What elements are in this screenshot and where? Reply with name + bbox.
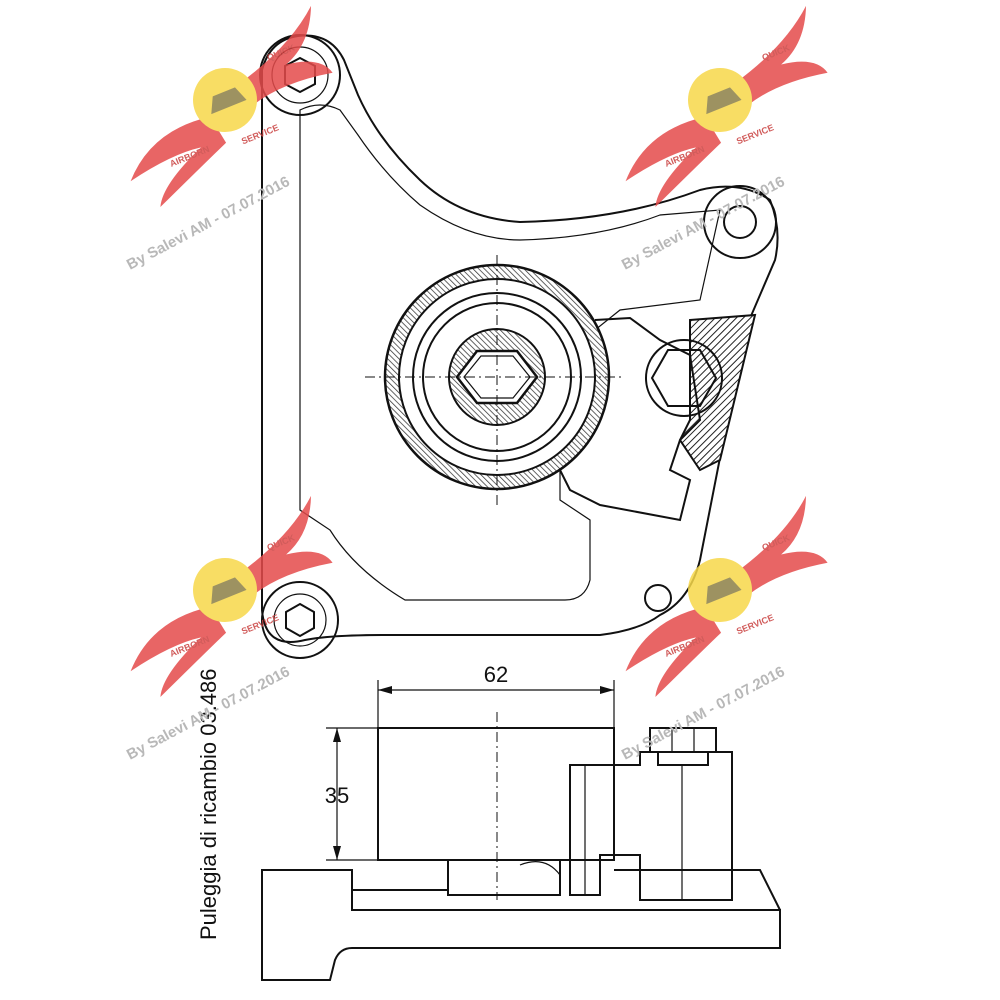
mount-hole-top-right (703, 185, 777, 259)
bracket-outline (261, 34, 779, 643)
hatched-section (678, 313, 757, 472)
bracket-inner-outline (299, 104, 721, 601)
adjuster-nut (645, 339, 723, 417)
dimension-width-label: 62 (484, 662, 508, 687)
bolt-head (649, 727, 717, 766)
watermark-text: By Salevi AM - 07.07.2016 (619, 663, 788, 763)
mount-hole-bottom-left (261, 581, 339, 659)
svg-text:SERVICE: SERVICE (735, 612, 775, 636)
part-caption: Puleggia di ricambio 03.486 (196, 668, 221, 940)
side-view: 62 35 (261, 662, 781, 981)
pulley-side (377, 727, 615, 861)
dimension-height: 35 (325, 727, 378, 861)
dimension-width: 62 (377, 662, 615, 728)
top-view (259, 34, 779, 659)
watermark-text: By Salevi AM - 07.07.2016 (619, 173, 788, 273)
small-hole-bottom-right (644, 584, 672, 612)
dimension-height-label: 35 (325, 783, 349, 808)
watermark-text: By Salevi AM - 07.07.2016 (124, 173, 293, 273)
svg-text:SERVICE: SERVICE (735, 122, 775, 146)
base-plate (261, 869, 781, 981)
adjuster-block (569, 751, 733, 901)
svg-text:SERVICE: SERVICE (240, 122, 280, 146)
tensioner-arm (559, 316, 702, 522)
